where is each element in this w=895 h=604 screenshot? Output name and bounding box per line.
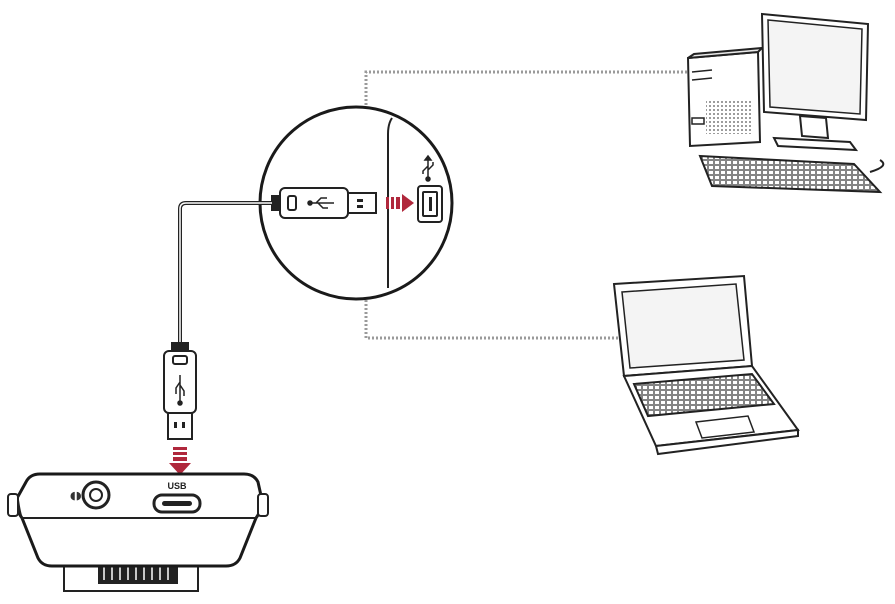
usb-c-port — [152, 493, 202, 514]
headphone-jack-icon: ◖◗ — [70, 480, 111, 510]
usb-cable — [178, 201, 272, 343]
desktop-screen — [767, 19, 863, 115]
usb-port — [417, 185, 443, 223]
desktop-computer — [686, 12, 885, 194]
desktop-keyboard — [698, 154, 883, 194]
laptop-connector-line — [364, 292, 622, 340]
laptop-screen — [621, 283, 745, 369]
receiver-device: ◖◗ USB — [7, 472, 269, 592]
insert-arrow-vertical — [169, 447, 191, 475]
laptop-computer — [612, 274, 800, 456]
usb-plug-horizontal — [271, 187, 377, 219]
desktop-connector-line — [364, 70, 690, 105]
dotted-connector-lines — [364, 70, 690, 340]
usb-icon-vertical — [175, 375, 185, 406]
magnifier-circle — [258, 105, 454, 301]
laptop-keyboard — [632, 372, 776, 418]
usb-icon — [307, 197, 334, 209]
usb-port-label: USB — [167, 481, 187, 491]
insert-arrow-horizontal — [386, 194, 414, 212]
computer-panel-edge — [387, 117, 393, 288]
usb-port-icon — [422, 154, 434, 182]
svg-text:◖◗: ◖◗ — [70, 489, 82, 502]
